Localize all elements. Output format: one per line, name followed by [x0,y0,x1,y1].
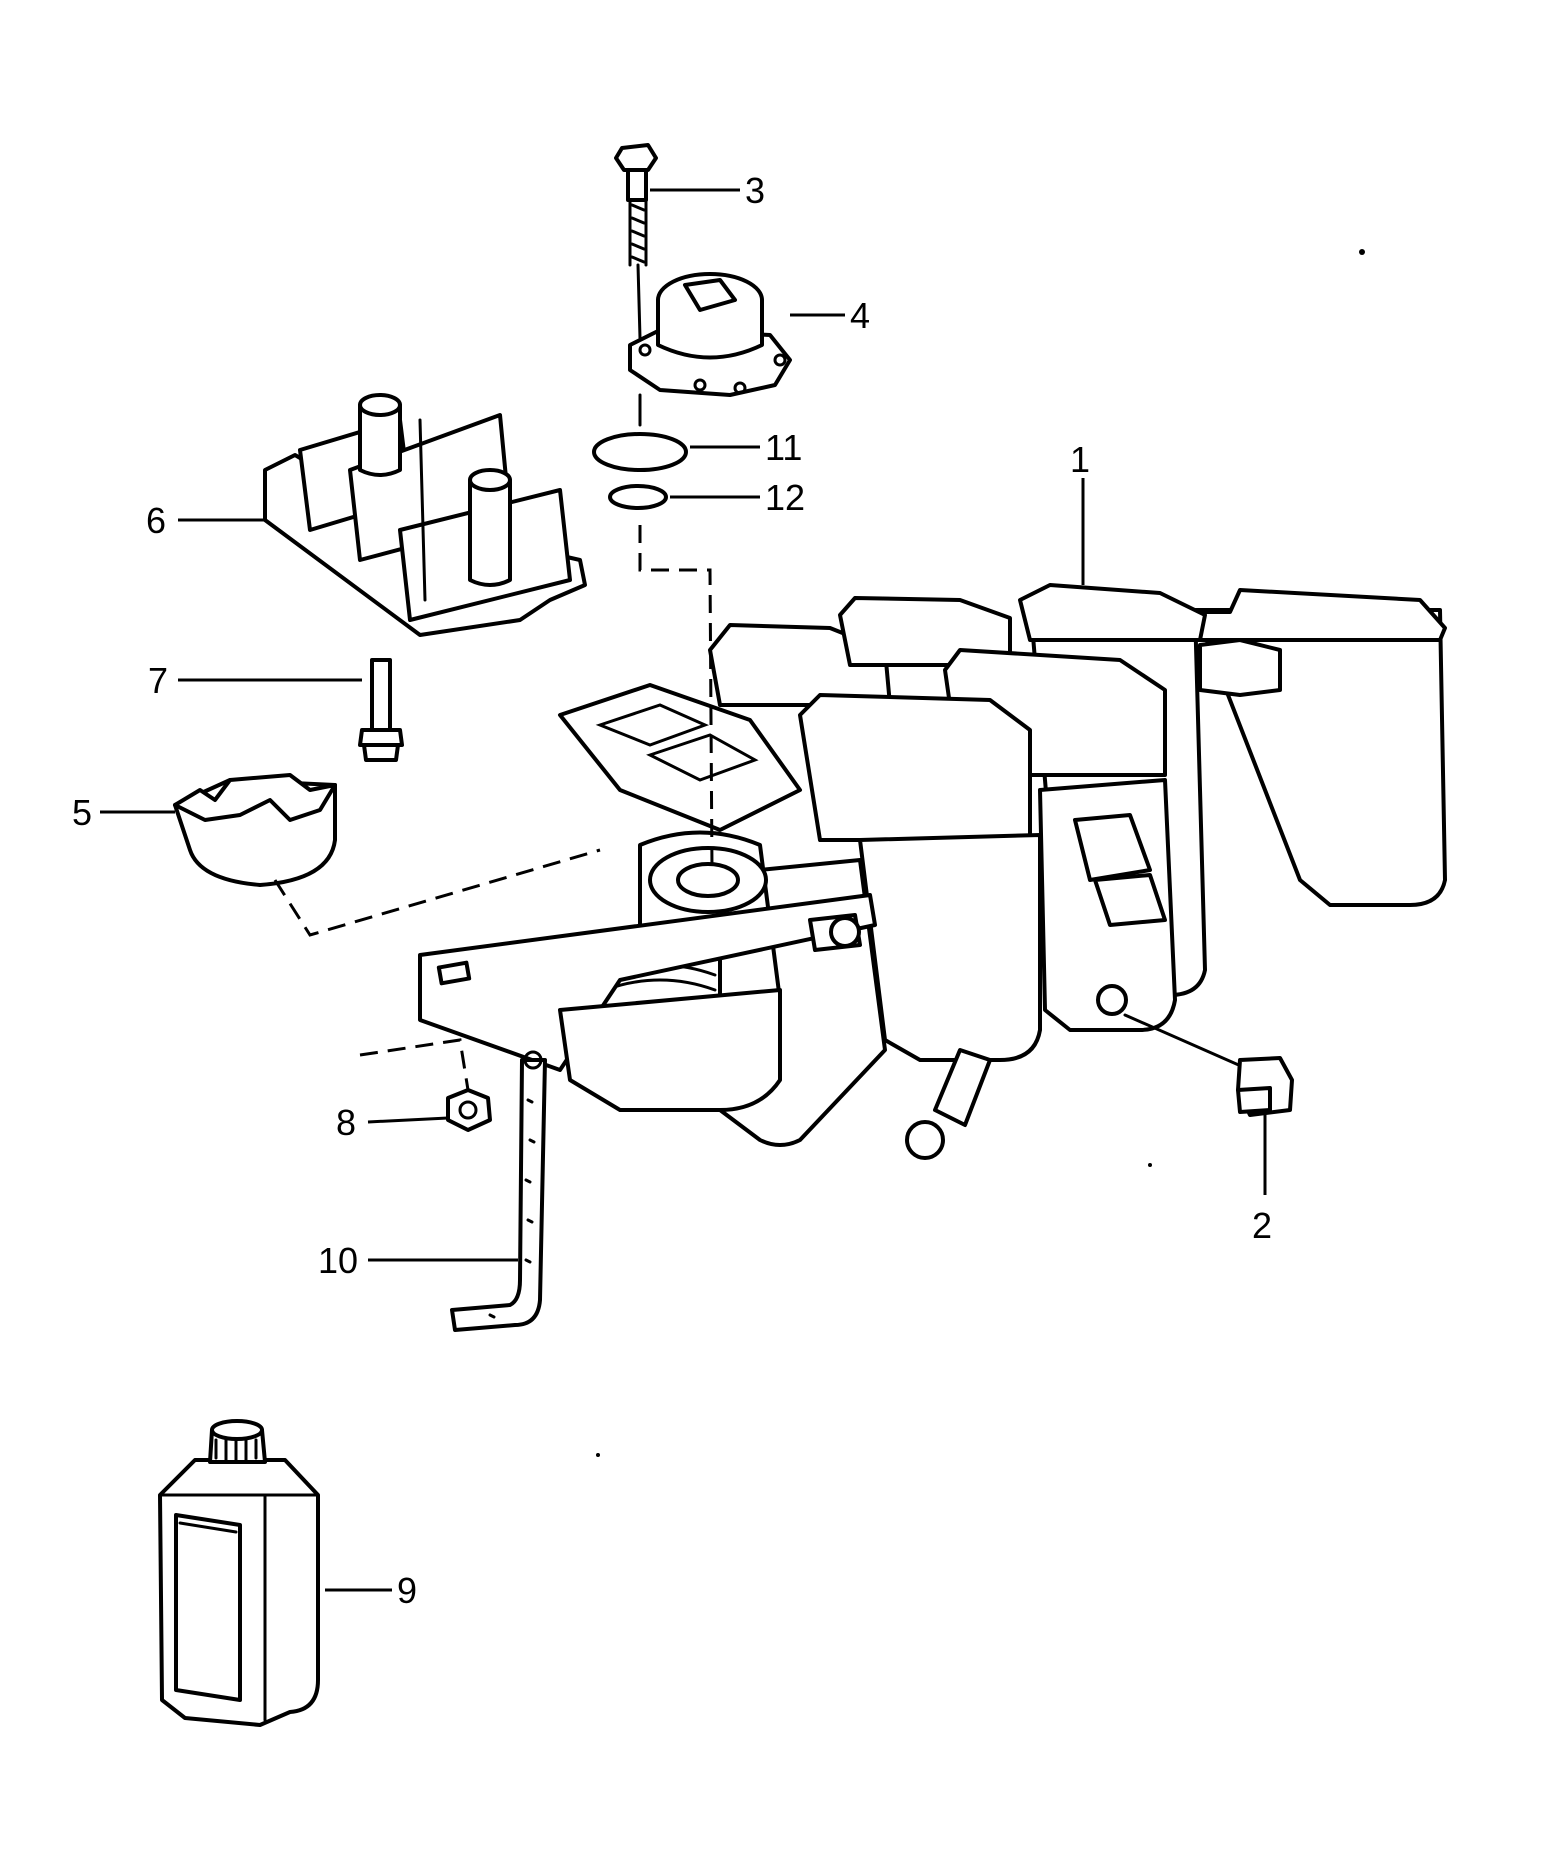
scan-speck [1359,249,1365,255]
callout-10: 10 [318,1240,358,1281]
callout-9: 9 [397,1570,417,1611]
baffle-insert [263,393,587,637]
callout-11: 11 [765,427,802,468]
callout-2: 2 [1252,1205,1272,1246]
assembly-line-screw [638,525,714,871]
screw [614,143,658,340]
seal-ring-small [608,484,668,510]
callout-8: 8 [336,1102,356,1143]
callout-3: 3 [745,170,765,211]
bolt [358,658,404,762]
callout-12: 12 [765,477,805,518]
seal-ring-large [592,432,688,472]
tank-cap [173,773,337,887]
callout-1: 1 [1070,439,1090,480]
valve-cover [628,272,792,427]
expansion-tank [418,583,1447,1160]
callout-4: 4 [850,295,870,336]
assembly-line-cap [273,848,601,937]
scan-speck [596,1453,600,1457]
callout-5: 5 [72,792,92,833]
coolant-bottle [158,1419,320,1727]
callout-6: 6 [146,500,166,541]
assembly-line-nut [359,1038,470,1091]
coolant-hose [450,1050,547,1332]
callout-7: 7 [148,660,168,701]
level-sensor [1123,1013,1294,1117]
leader-line-8 [367,1116,449,1124]
scan-speck [1148,1163,1152,1167]
hex-nut [446,1088,492,1132]
